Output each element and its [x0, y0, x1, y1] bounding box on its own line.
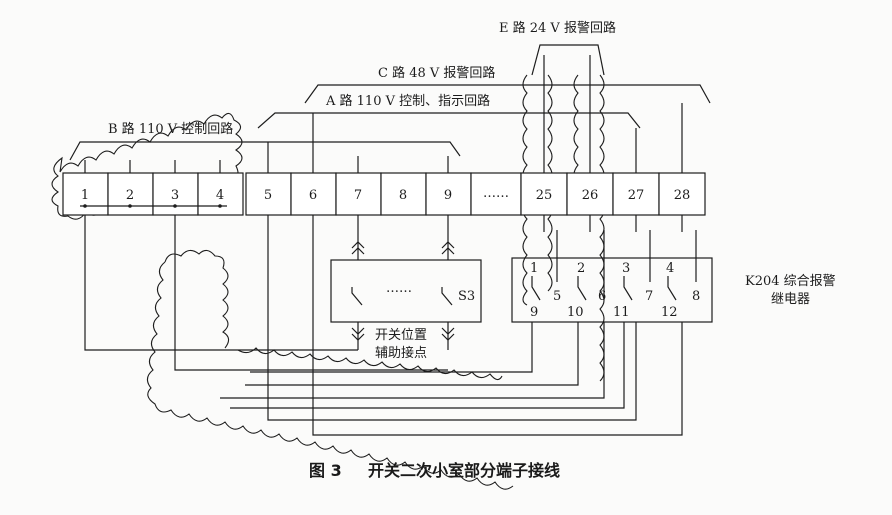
relay-pin: 1: [530, 261, 538, 276]
relay-label-line2: 继电器: [771, 292, 810, 307]
e-circuit-label: E 路 24 V 报警回路: [499, 20, 616, 36]
switch-aux-label-line2: 辅助接点: [375, 345, 427, 361]
switch-s3: …… S3: [330, 215, 482, 350]
relay-pin: 2: [577, 261, 585, 276]
bracket-drops: [84, 55, 683, 173]
switch-contact: [441, 287, 453, 306]
relay-pin: 10: [567, 305, 584, 320]
switch-dots: ……: [386, 281, 412, 296]
terminal-block: [62, 172, 109, 216]
relay-pin: 6: [598, 289, 606, 304]
routing-wires: [84, 215, 683, 436]
terminal-block: [470, 172, 522, 216]
terminal-label: 2: [126, 188, 134, 203]
jumper-dot: [128, 204, 132, 208]
switch-box: [330, 259, 482, 323]
bundle-cloud-left: [146, 249, 514, 490]
b-circuit-bracket: [69, 141, 461, 161]
relay-pin: 5: [553, 289, 561, 304]
b-circuit-label: B 路 110 V 控制回路: [108, 121, 233, 137]
a-circuit-bracket: [257, 112, 641, 129]
terminal-label: 4: [216, 188, 224, 203]
switch-label-s3: S3: [458, 289, 475, 304]
circuit-brackets: [69, 44, 711, 161]
terminal-label: 27: [628, 188, 645, 203]
relay-k204: 1 2 3 4 5 6 7 8 9 10 11 12 K204 综合报警 继电器: [511, 230, 836, 323]
terminal-strip: 1 2 3 4 5 6 7 8 9 …… 25 26 27 28: [62, 172, 706, 216]
switch-contact: [351, 287, 363, 306]
relay-pin: 4: [666, 261, 674, 276]
terminal-label: 6: [309, 188, 317, 203]
wire-bundles: [51, 74, 605, 490]
jumper-dot: [173, 204, 177, 208]
terminal-label: 28: [674, 188, 691, 203]
terminal-label: 1: [81, 188, 89, 203]
terminal-label: 25: [536, 188, 553, 203]
relay-box: [511, 257, 713, 323]
terminal-label: 5: [264, 188, 272, 203]
figure-title: 开关二次小室部分端子接线: [368, 461, 560, 480]
e-circuit-bracket: [531, 44, 605, 76]
terminal-label: 26: [582, 188, 599, 203]
terminal-label: 9: [444, 188, 452, 203]
relay-pin: 9: [530, 305, 538, 320]
c-circuit-label: C 路 48 V 报警回路: [378, 65, 495, 81]
relay-pin: 3: [622, 261, 630, 276]
terminal-label: 3: [171, 188, 179, 203]
relay-pin: 7: [645, 289, 653, 304]
terminal-label: ……: [483, 186, 509, 201]
terminal-label: 8: [399, 188, 407, 203]
terminal-label: 7: [354, 188, 362, 203]
relay-label-line1: K204 综合报警: [745, 273, 836, 289]
figure-number: 图 3: [309, 461, 342, 480]
jumper-dot: [218, 204, 222, 208]
terminal-block: [335, 172, 382, 216]
relay-pin: 8: [692, 289, 700, 304]
relay-pin: 12: [661, 305, 678, 320]
c-circuit-bracket: [304, 84, 711, 104]
switch-aux-label-line1: 开关位置: [375, 328, 427, 343]
relay-pin: 11: [613, 305, 630, 320]
jumper-dot: [83, 204, 87, 208]
a-circuit-label: A 路 110 V 控制、指示回路: [325, 93, 490, 109]
